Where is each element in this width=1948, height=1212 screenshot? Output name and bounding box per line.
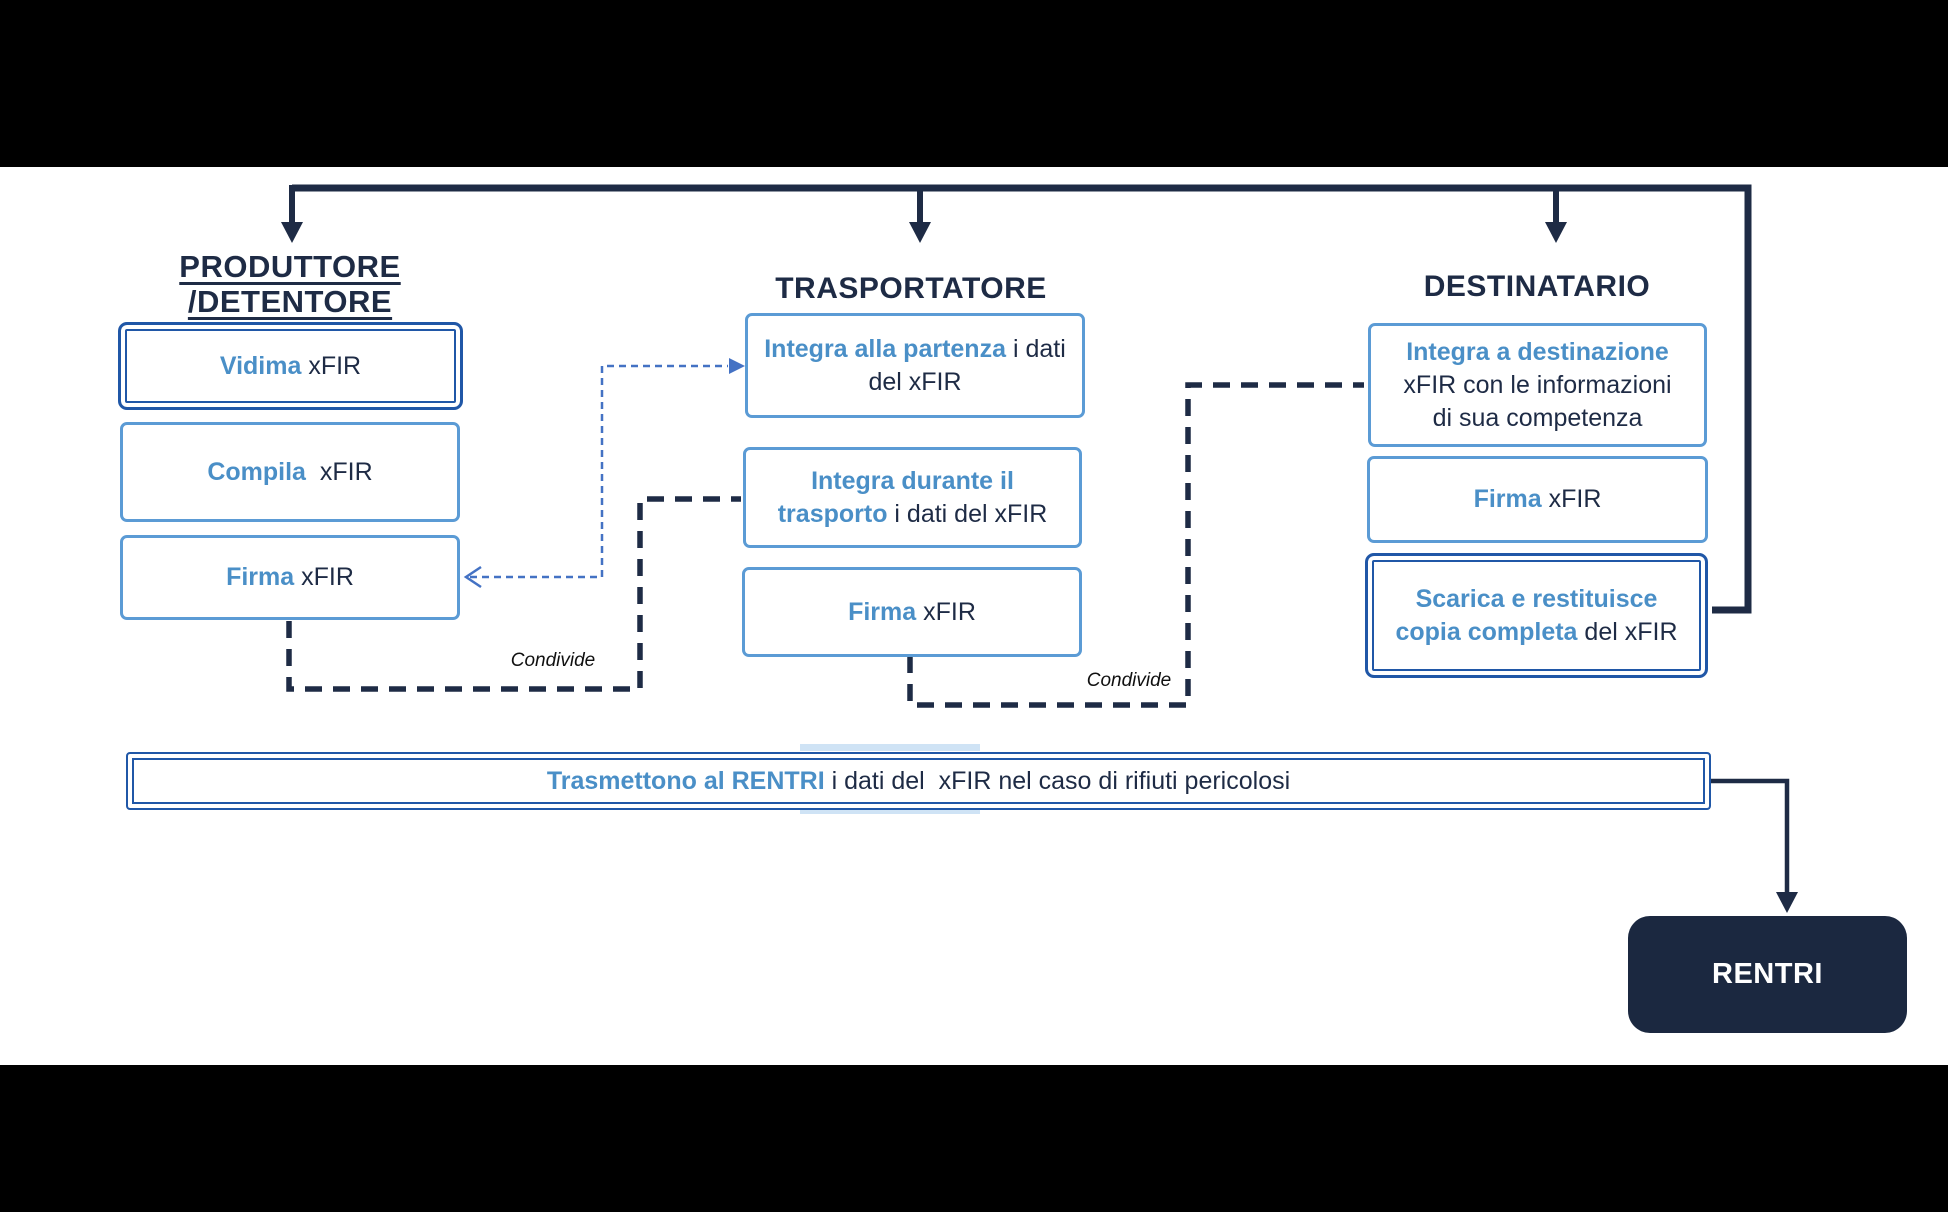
- box-highlight-text: Compila: [207, 457, 306, 486]
- recipient-box-scarica: Scarica e restituisce copia completa del…: [1365, 553, 1708, 678]
- box-rest-text: xFIR con le informazioni di sua competen…: [1403, 370, 1679, 432]
- box-text: Integra alla partenza i dati del xFIR: [762, 333, 1068, 399]
- condivide-label-text: Condivide: [510, 650, 596, 671]
- producer-heading: PRODUTTORE /DETENTORE: [115, 249, 465, 319]
- transporter-heading-text: TRASPORTATORE: [775, 272, 1047, 305]
- box-text: Integra a destinazione xFIR con le infor…: [1391, 336, 1684, 435]
- transporter-heading: TRASPORTATORE: [736, 271, 1086, 306]
- rentri-box: RENTRI: [1628, 916, 1907, 1033]
- box-text: Scarica e restituisce copia completa del…: [1386, 583, 1687, 649]
- box-highlight-text: Vidima: [219, 351, 302, 380]
- box-highlight-text: Trasmettono al RENTRI: [546, 766, 825, 795]
- box-rest-text: xFIR: [312, 457, 373, 486]
- box-highlight-text: Firma: [848, 597, 917, 626]
- condivide-label-right: Condivide: [1059, 670, 1199, 692]
- box-text: Compila xFIR: [207, 456, 372, 489]
- box-text: Firma xFIR: [848, 596, 976, 629]
- highlight-strip-top: [800, 744, 980, 751]
- box-text: Integra durante il trasporto i dati del …: [760, 465, 1065, 531]
- recipient-heading-text: DESTINATARIO: [1423, 270, 1651, 303]
- box-rest-text: xFIR: [301, 563, 354, 591]
- transporter-box-integra-trasporto: Integra durante il trasporto i dati del …: [743, 447, 1082, 548]
- box-rest-text: xFIR: [308, 351, 362, 380]
- box-rest-text: del xFIR: [1584, 617, 1678, 646]
- recipient-box-firma: Firma xFIR: [1367, 456, 1708, 543]
- producer-heading-line1: PRODUTTORE: [179, 249, 401, 284]
- producer-box-compila: Compila xFIR: [120, 422, 460, 522]
- producer-heading-line2: /DETENTORE: [187, 284, 393, 319]
- transporter-box-integra-partenza: Integra alla partenza i dati del xFIR: [745, 313, 1085, 418]
- condivide-label-text: Condivide: [1086, 670, 1172, 691]
- producer-box-firma: Firma xFIR: [120, 535, 460, 620]
- box-highlight-text: Integra a destinazione: [1406, 337, 1669, 366]
- box-text: Vidima xFIR: [220, 350, 361, 383]
- box-text: Firma xFIR: [226, 561, 354, 594]
- box-rest-text: i dati del xFIR: [894, 499, 1048, 528]
- transmit-box: Trasmettono al RENTRI i dati del xFIR ne…: [126, 752, 1711, 810]
- box-text: Firma xFIR: [1474, 483, 1602, 516]
- box-highlight-text: Firma: [1473, 485, 1542, 513]
- box-rest-text: xFIR: [923, 597, 976, 626]
- box-highlight-text: Integra alla partenza: [764, 334, 1006, 363]
- box-rest-text: xFIR: [1548, 485, 1602, 513]
- box-text: Trasmettono al RENTRI i dati del xFIR ne…: [547, 765, 1290, 798]
- box-highlight-text: Firma: [226, 563, 295, 591]
- rentri-label: RENTRI: [1712, 958, 1823, 990]
- highlight-strip-bottom: [800, 808, 980, 814]
- condivide-label-left: Condivide: [483, 650, 623, 672]
- transporter-box-firma: Firma xFIR: [742, 567, 1082, 657]
- recipient-heading: DESTINATARIO: [1362, 269, 1712, 304]
- producer-box-vidima: Vidima xFIR: [118, 322, 463, 410]
- box-rest-text: i dati del xFIR nel caso di rifiuti peri…: [831, 766, 1291, 795]
- recipient-box-integra-destinazione: Integra a destinazione xFIR con le infor…: [1368, 323, 1707, 447]
